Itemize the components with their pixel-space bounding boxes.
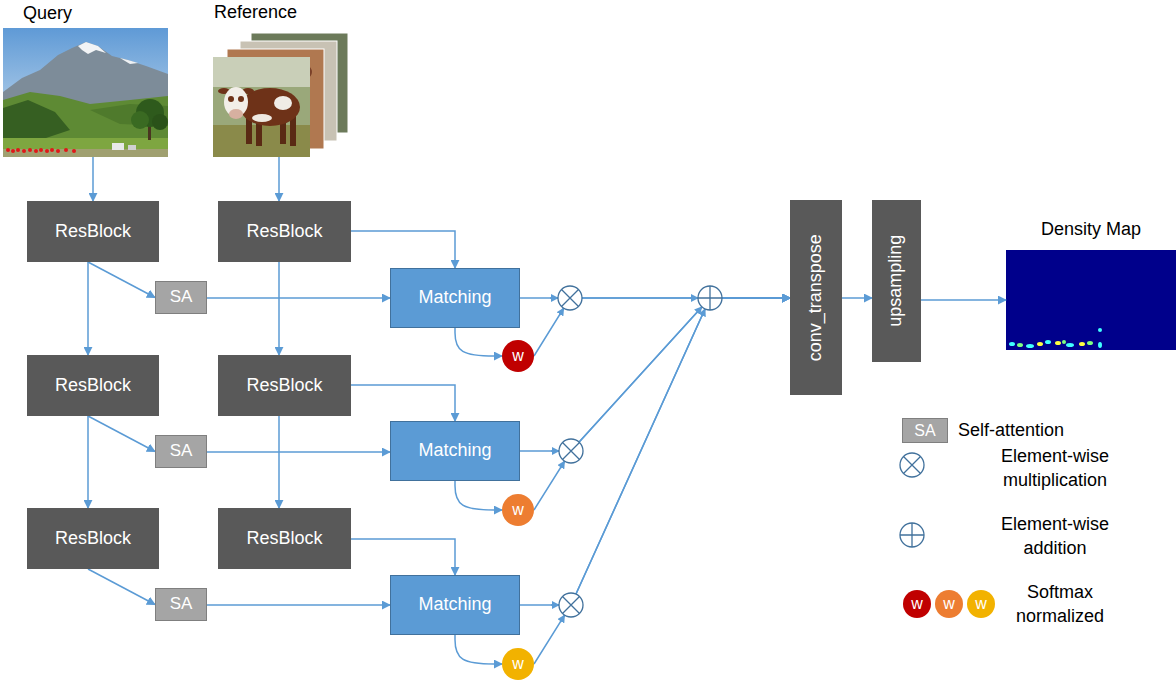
node-label: Matching [418, 287, 491, 309]
resblock-box: ResBlock [27, 355, 159, 416]
legend-text: Element-wise multiplication [990, 444, 1120, 492]
connector [278, 157, 280, 201]
legend-text: Element-wise addition [990, 512, 1120, 560]
label-text: SA [914, 422, 935, 440]
matching-box: Matching [390, 575, 520, 635]
node-label: conv_transpose [805, 234, 827, 361]
legend-weight-sample: w [903, 590, 931, 618]
connector [87, 262, 89, 355]
node-label: ResBlock [246, 528, 322, 550]
connector [278, 262, 280, 355]
connector [455, 481, 502, 510]
self-attention-box: SA [155, 281, 207, 314]
image-panel: Query [3, 28, 168, 157]
connector [842, 297, 872, 299]
legend-text: Self-attention [958, 418, 1064, 442]
node-label: w [512, 500, 524, 519]
image-heading: Reference [214, 2, 297, 24]
connector [278, 416, 280, 508]
connector [92, 157, 94, 201]
legend-weight-sample: w [935, 590, 963, 618]
connector [87, 416, 89, 508]
connector [88, 262, 155, 298]
self-attention-box: SA [155, 435, 207, 468]
connector [207, 604, 390, 606]
image-heading: Query [23, 3, 72, 25]
connector [88, 569, 155, 605]
multiply-symbol [559, 439, 583, 463]
softmax-weight-circle: w [502, 648, 534, 680]
matching-box: Matching [390, 421, 520, 481]
node-label: w [512, 654, 524, 673]
legend-weight-sample: w [967, 590, 995, 618]
label-text: w [975, 595, 987, 613]
resblock-box: ResBlock [218, 201, 351, 262]
resblock-box: ResBlock [218, 508, 351, 569]
node-label: w [512, 346, 524, 365]
legend-self-attention-sample: SA [902, 418, 948, 443]
image-panel: Reference [213, 33, 348, 157]
add-symbol [698, 286, 722, 310]
multiply-symbol [558, 286, 582, 310]
resblock-box: ResBlock [27, 508, 159, 569]
layer-box: conv_transpose [790, 200, 842, 395]
node-label: SA [170, 441, 193, 461]
connector [351, 385, 455, 421]
softmax-weight-circle: w [502, 494, 534, 526]
node-label: upsampling [886, 235, 908, 327]
legend-add-symbol [900, 523, 924, 547]
node-label: ResBlock [55, 375, 131, 397]
legend-multiply-symbol [900, 453, 924, 477]
node-label: Matching [418, 440, 491, 462]
reference-photos [213, 33, 348, 157]
connector [520, 298, 790, 605]
label-text: w [943, 595, 955, 613]
connector [88, 416, 155, 452]
connector [351, 231, 455, 268]
self-attention-box: SA [155, 588, 207, 621]
node-label: SA [170, 287, 193, 307]
connector [455, 635, 502, 664]
connector [921, 299, 1006, 301]
connector [534, 298, 790, 664]
resblock-box: ResBlock [27, 201, 159, 262]
connector [520, 298, 790, 451]
layer-box: upsampling [872, 200, 921, 362]
legend-text: Softmax normalized [1000, 580, 1120, 628]
softmax-weight-circle: w [502, 340, 534, 372]
density-map-image [1006, 250, 1176, 350]
node-label: ResBlock [246, 221, 322, 243]
label-text: w [911, 595, 923, 613]
node-label: SA [170, 594, 193, 614]
image-panel: Density Map [1006, 250, 1176, 350]
connector [351, 539, 455, 575]
connector [207, 451, 390, 453]
query-photo [3, 28, 168, 157]
node-label: ResBlock [55, 221, 131, 243]
resblock-box: ResBlock [218, 355, 351, 416]
multiply-symbol [559, 593, 583, 617]
connector [455, 328, 502, 356]
image-heading: Density Map [1006, 219, 1176, 241]
node-label: Matching [418, 594, 491, 616]
matching-box: Matching [390, 268, 520, 328]
operator-arrowheads [550, 298, 705, 622]
node-label: ResBlock [246, 375, 322, 397]
node-label: ResBlock [55, 528, 131, 550]
connector [207, 297, 390, 299]
